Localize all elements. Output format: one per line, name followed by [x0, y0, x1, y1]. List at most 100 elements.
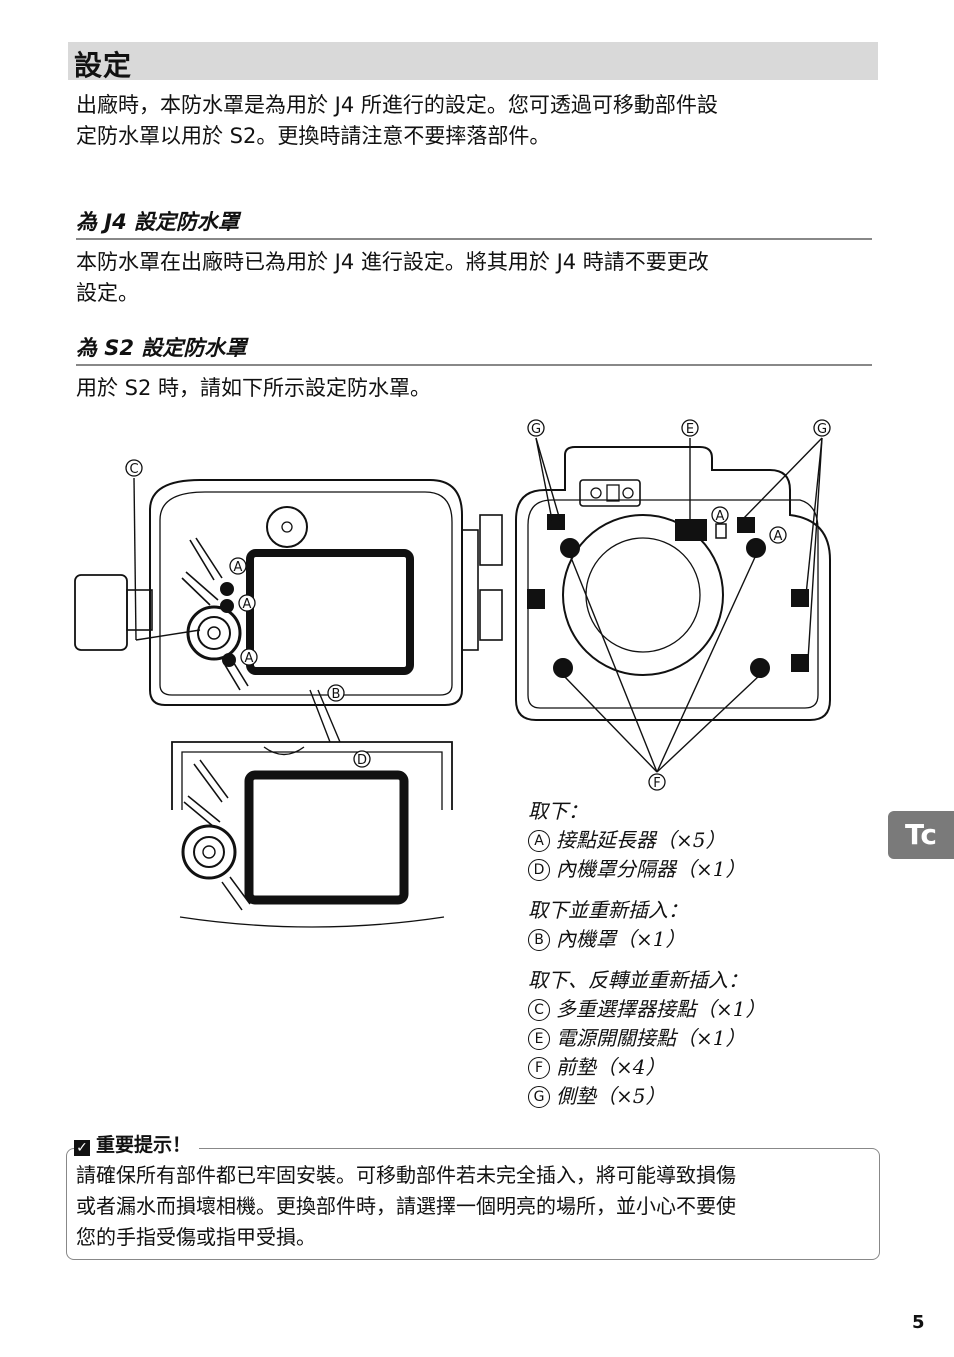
j4-heading: 為 J4 設定防水罩 [76, 206, 872, 240]
svg-text:F: F [653, 776, 660, 791]
callout-a: A [711, 506, 729, 524]
callout-line [133, 477, 137, 641]
instruction-text: 多重選擇器接點（×1） [556, 997, 766, 1021]
contact-extender [220, 599, 234, 613]
callout-line [807, 437, 823, 661]
inner-cover-separator [244, 770, 409, 905]
instruction-item: E 電源開關接點（×1） [528, 1024, 868, 1053]
rear-dial [266, 506, 308, 548]
letter-badge: C [528, 999, 550, 1021]
svg-text:A: A [716, 509, 725, 524]
side-clasp [74, 574, 128, 651]
svg-text:A: A [245, 651, 254, 666]
front-pad [553, 658, 573, 678]
svg-text:E: E [686, 422, 694, 437]
callout-line [656, 554, 757, 773]
instruction-item: C 多重選擇器接點（×1） [528, 995, 868, 1024]
svg-text:G: G [817, 422, 827, 437]
reinsert-title: 取下並重新插入： [528, 898, 688, 922]
callout-e: E [681, 419, 699, 437]
svg-text:G: G [531, 422, 541, 437]
multi-selector-center [207, 626, 221, 640]
instruction-text: 電源開關接點（×1） [556, 1026, 746, 1050]
notice-box [66, 1148, 880, 1260]
hinge [461, 529, 479, 651]
instruction-text: 側墊（×5） [556, 1084, 666, 1108]
s2-paragraph: 用於 S2 時，請如下所示設定防水罩。 [76, 373, 431, 404]
contact-extender [222, 653, 236, 667]
s2-heading: 為 S2 設定防水罩 [76, 332, 872, 366]
inner-cover-drawing [179, 746, 445, 928]
callout-g: G [527, 419, 545, 437]
notice-text: 請確保所有部件都已牢固安裝。可移動部件若未完全插入，將可能導致損傷 或者漏水而損… [76, 1160, 872, 1253]
callout-line [741, 437, 823, 521]
letter-badge: F [528, 1057, 550, 1079]
callout-line [535, 437, 561, 521]
lever [224, 659, 249, 691]
j4-paragraph: 本防水罩在出廠時已為用於 J4 進行設定。將其用於 J4 時請不要更改 設定。 [76, 247, 709, 309]
svg-text:D: D [357, 753, 367, 768]
hinge-block [479, 514, 503, 566]
instruction-item: F 前墊（×4） [528, 1053, 868, 1082]
intro-line: 定防水罩以用於 S2。更換時請注意不要摔落部件。 [76, 124, 551, 148]
callout-a: A [238, 594, 256, 612]
letter-badge: G [528, 1086, 550, 1108]
notice-line: 請確保所有部件都已牢固安裝。可移動部件若未完全插入，將可能導致損傷 [76, 1163, 736, 1187]
letter-badge: E [528, 1028, 550, 1050]
section-title-bar: 設定 [68, 42, 878, 82]
contact-extender [715, 523, 727, 539]
instruction-text: 前墊（×4） [556, 1055, 666, 1079]
instruction-text: 內機罩分隔器（×1） [556, 857, 746, 881]
notice-heading: ✓重要提示！ [74, 1130, 200, 1157]
callout-line [562, 674, 658, 773]
callout-f: F [648, 773, 666, 791]
hinge-block [479, 589, 503, 641]
callout-c: C [125, 459, 143, 477]
lens-port-inner [585, 537, 701, 653]
inner-multi-selector [181, 824, 237, 880]
callout-a: A [240, 648, 258, 666]
svg-text:C: C [129, 462, 138, 477]
side-pad [791, 589, 809, 607]
letter-badge: B [528, 929, 550, 951]
flip-title: 取下、反轉並重新插入： [528, 968, 748, 992]
lever [189, 537, 223, 581]
front-housing-inner [527, 499, 819, 709]
j4-line: 本防水罩在出廠時已為用於 J4 進行設定。將其用於 J4 時請不要更改 [76, 250, 709, 274]
callout-b: B [327, 684, 345, 702]
notice-heading-text: 重要提示！ [96, 1134, 192, 1156]
instruction-text: 內機罩（×1） [556, 927, 686, 951]
front-pad [746, 538, 766, 558]
callout-line [535, 437, 553, 521]
front-pad [750, 658, 770, 678]
callout-d: D [353, 750, 371, 768]
inner-cover-detail [171, 741, 453, 810]
language-tab: Tc [888, 811, 954, 859]
instruction-item: G 側墊（×5） [528, 1082, 868, 1111]
svg-text:A: A [234, 560, 243, 575]
j4-heading-text: 為 J4 設定防水罩 [76, 210, 240, 234]
instruction-item: B 內機罩（×1） [528, 925, 868, 954]
side-pad [547, 514, 565, 530]
callout-g: G [813, 419, 831, 437]
power-switch-contact [675, 519, 707, 541]
callout-a: A [769, 526, 787, 544]
remove-title: 取下： [528, 799, 588, 823]
callout-line [656, 674, 761, 773]
side-clasp-mount [126, 589, 153, 631]
callout-line [135, 629, 201, 641]
lever [181, 571, 219, 606]
letter-badge: D [528, 859, 550, 881]
notice-line: 或者漏水而損壞相機。更換部件時，請選擇一個明亮的場所，並小心不要使 [76, 1194, 736, 1218]
side-pad [527, 589, 545, 609]
callout-line [569, 554, 658, 773]
contact-extender [220, 582, 234, 596]
lens-port-outer [562, 514, 724, 676]
multi-selector-inner [197, 616, 231, 650]
svg-text:A: A [774, 529, 783, 544]
callout-line [805, 437, 823, 596]
instruction-item: D 內機罩分隔器（×1） [528, 855, 868, 884]
housing-diagram: C A A A B D G E [74, 419, 831, 810]
